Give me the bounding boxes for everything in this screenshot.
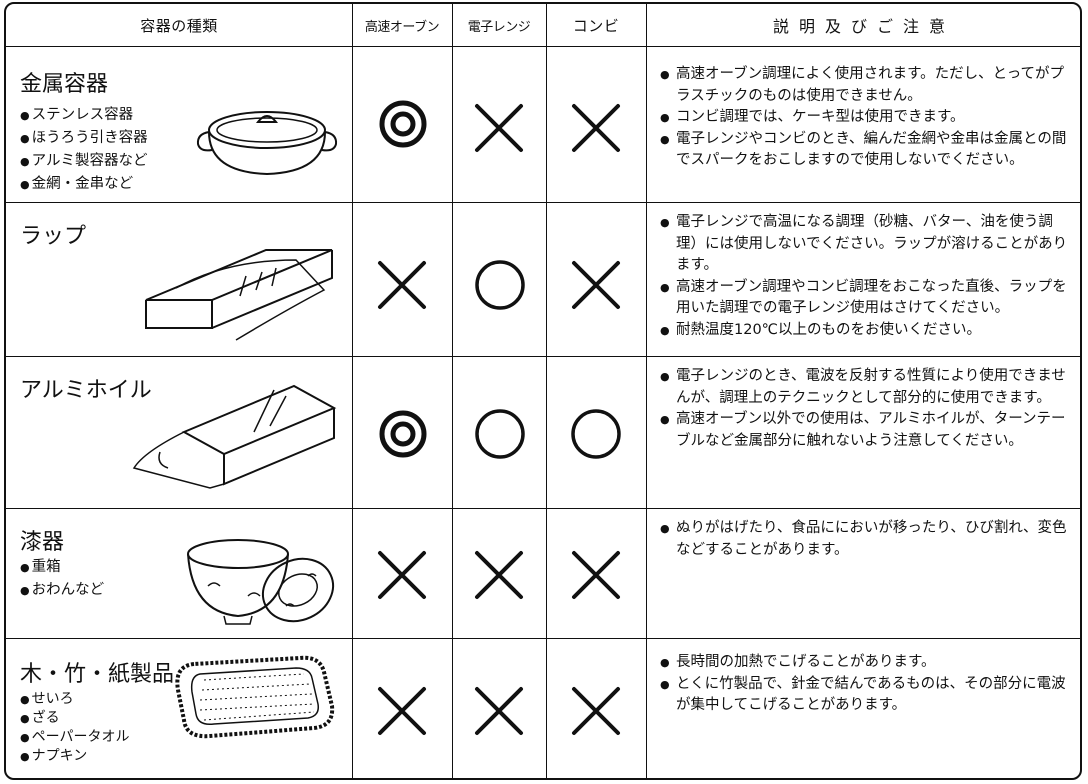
list-item: 重箱 xyxy=(20,556,104,579)
header-high-speed-oven: 高速オーブン xyxy=(364,19,440,35)
wrap-box-illustration xyxy=(145,249,333,341)
list-item: ペーパータオル xyxy=(20,728,130,747)
symbol-oven-wood xyxy=(378,687,426,735)
notes-lacquer: ぬりがはげたり、食品ににおいが移ったり、ひび割れ、変色などすることがあります。 xyxy=(660,518,1074,561)
note-item: 高速オーブン調理やコンビ調理をおこなった直後、ラップを用いた調理での電子レンジ使… xyxy=(660,277,1074,320)
notes-wood: 長時間の加熱でこげることがあります。 とくに竹製品で、針金で結んであるものは、そ… xyxy=(660,652,1074,717)
row-items-wood: せいろ ざる ペーパータオル ナプキン xyxy=(20,690,130,766)
row-items-metal: ステンレス容器 ほうろう引き容器 アルミ製容器など 金網・金串など xyxy=(20,104,148,196)
woven-tray-illustration xyxy=(175,655,335,739)
symbol-microwave-lacquer xyxy=(475,551,523,599)
symbol-combi-lacquer xyxy=(572,551,620,599)
notes-foil: 電子レンジのとき、電波を反射する性質により使用できませんが、調理上のテクニックと… xyxy=(660,366,1074,452)
list-item: アルミ製容器など xyxy=(20,150,148,173)
list-item: ほうろう引き容器 xyxy=(20,127,148,150)
list-item: 金網・金串など xyxy=(20,173,148,196)
note-item: 電子レンジのとき、電波を反射する性質により使用できませんが、調理上のテクニックと… xyxy=(660,366,1074,409)
metal-pot-illustration xyxy=(196,111,338,176)
column-divider xyxy=(452,4,453,778)
note-item: 長時間の加熱でこげることがあります。 xyxy=(660,652,1074,674)
header-notes: 説明及びご注意 xyxy=(772,17,955,36)
row-title-wood: 木・竹・紙製品 xyxy=(20,662,175,687)
row-divider xyxy=(6,356,1080,357)
column-divider xyxy=(352,4,353,778)
symbol-microwave-wrap xyxy=(475,260,525,310)
compatibility-table: 容器の種類 高速オーブン 電子レンジ コンビ 説明及びご注意 金属容器 ステンレ… xyxy=(4,2,1082,780)
row-title-metal: 金属容器 xyxy=(20,72,109,97)
note-item: 高速オーブン以外での使用は、アルミホイルが、ターンテーブルなど金属部分に触れない… xyxy=(660,409,1074,452)
symbol-combi-foil xyxy=(571,409,621,459)
row-title-wrap: ラップ xyxy=(20,224,87,249)
header-microwave: 電子レンジ xyxy=(467,19,531,35)
column-divider xyxy=(546,4,547,778)
lacquer-bowls-illustration xyxy=(187,539,335,625)
symbol-oven-foil xyxy=(379,410,427,458)
symbol-microwave-foil xyxy=(475,409,525,459)
symbol-combi-wood xyxy=(572,687,620,735)
list-item: おわんなど xyxy=(20,579,105,602)
list-item: ステンレス容器 xyxy=(20,104,148,127)
symbol-oven-lacquer xyxy=(378,551,426,599)
symbol-combi-wrap xyxy=(572,261,620,309)
symbol-combi-metal xyxy=(572,104,620,152)
notes-wrap: 電子レンジで高温になる調理（砂糖、バター、油を使う調理）には使用しないでください… xyxy=(660,212,1074,342)
note-item: 電子レンジで高温になる調理（砂糖、バター、油を使う調理）には使用しないでください… xyxy=(660,212,1074,277)
row-divider xyxy=(6,508,1080,509)
foil-box-illustration xyxy=(132,384,337,489)
row-divider xyxy=(6,638,1080,639)
symbol-microwave-wood xyxy=(475,687,523,735)
symbol-oven-wrap xyxy=(378,261,426,309)
row-items-lacquer: 重箱 おわんなど xyxy=(20,556,105,602)
notes-metal: 高速オーブン調理によく使用されます。ただし、とってがプラスチックのものは使用でき… xyxy=(660,64,1074,172)
header-container-type: 容器の種類 xyxy=(140,16,218,35)
row-title-foil: アルミホイル xyxy=(20,378,152,403)
list-item: ざる xyxy=(20,709,129,728)
header-divider xyxy=(6,46,1080,47)
note-item: 耐熱温度120℃以上のものをお使いください。 xyxy=(660,320,1074,342)
note-item: とくに竹製品で、針金で結んであるものは、その部分に電波が集中してこげることがあり… xyxy=(660,674,1074,717)
list-item: せいろ xyxy=(20,690,129,709)
note-item: 高速オーブン調理によく使用されます。ただし、とってがプラスチックのものは使用でき… xyxy=(660,64,1074,107)
list-item: ナプキン xyxy=(20,747,129,766)
row-divider xyxy=(6,202,1080,203)
symbol-microwave-metal xyxy=(475,104,523,152)
symbol-oven-metal xyxy=(379,100,427,148)
note-item: 電子レンジやコンビのとき、編んだ金網や金串は金属との間でスパークをおこしますので… xyxy=(660,129,1074,172)
column-divider xyxy=(646,4,647,778)
row-title-lacquer: 漆器 xyxy=(20,530,65,555)
note-item: コンビ調理では、ケーキ型は使用できます。 xyxy=(660,107,1074,129)
header-combi: コンビ xyxy=(572,16,620,35)
note-item: ぬりがはげたり、食品ににおいが移ったり、ひび割れ、変色などすることがあります。 xyxy=(660,518,1074,561)
